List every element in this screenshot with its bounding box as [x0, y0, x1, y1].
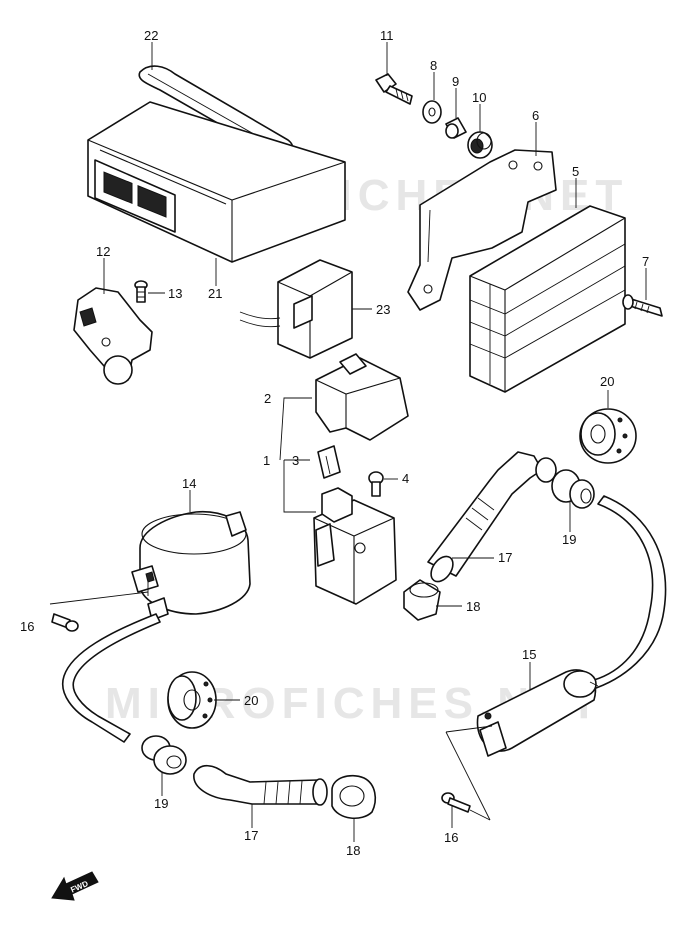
callout-19-lower: 19 [154, 796, 168, 811]
part-6-bracket [407, 149, 557, 311]
part-15-guide-lines [445, 725, 493, 821]
leader-lines [103, 42, 647, 842]
part-21-ecu [87, 101, 346, 263]
part-15-fuel-pump [476, 669, 599, 757]
part-20-grommet-lower [167, 671, 217, 729]
callout-6: 6 [532, 108, 539, 123]
part-7-screw [622, 294, 663, 317]
fuel-hose-right [589, 495, 667, 691]
callout-5: 5 [572, 164, 579, 179]
callout-1-bracket [279, 397, 316, 513]
callout-18-upper: 18 [466, 599, 480, 614]
part-16-bolt-lower [441, 792, 471, 813]
part-8-washer [422, 100, 442, 124]
callout-22: 22 [144, 28, 158, 43]
part-23-relay [239, 259, 353, 359]
callout-17-lower: 17 [244, 828, 258, 843]
callout-11: 11 [380, 28, 394, 43]
callout-1: 1 [263, 453, 270, 468]
part-4-screw [368, 471, 384, 497]
part-11-bolt [375, 73, 413, 105]
callout-10: 10 [472, 90, 486, 105]
part-18-damper-upper [403, 579, 441, 621]
part-3-fuse [317, 445, 341, 479]
callout-7: 7 [642, 254, 649, 269]
callout-labels: 22 11 8 9 10 6 5 7 12 13 21 23 2 1 3 4 2… [20, 28, 649, 858]
callout-9: 9 [452, 74, 459, 89]
callout-13: 13 [168, 286, 182, 301]
callout-8: 8 [430, 58, 437, 73]
part-2-cover [315, 353, 409, 441]
part-14-coil [131, 510, 251, 621]
callout-20-upper: 20 [600, 374, 614, 389]
part-19-clamp-upper [551, 469, 595, 509]
part-18-damper-lower [331, 774, 377, 819]
part-17-hose-upper [427, 451, 557, 583]
callout-16-upper: 16 [20, 619, 34, 634]
callout-14: 14 [182, 476, 196, 491]
coil-hose-left [61, 613, 161, 743]
callout-15: 15 [522, 647, 536, 662]
callout-20-lower: 20 [244, 693, 258, 708]
callout-18-lower: 18 [346, 843, 360, 858]
part-20-grommet-upper [579, 408, 637, 464]
part-9-collar [445, 117, 467, 139]
part-17-hose-lower [193, 764, 328, 806]
part-12-sensor [73, 287, 153, 385]
part-16-bolt-upper [51, 613, 79, 632]
callout-17-upper: 17 [498, 550, 512, 565]
callout-19-upper: 19 [562, 532, 576, 547]
callout-23: 23 [376, 302, 390, 317]
part-13-screw [134, 280, 148, 303]
callout-2: 2 [264, 391, 271, 406]
part-14-guide-lines [49, 580, 149, 605]
part-5-regulator [469, 205, 626, 393]
part-19-clamp-lower [141, 735, 187, 775]
callout-16-lower: 16 [444, 830, 458, 845]
callout-3: 3 [292, 453, 299, 468]
part-10-grommet [467, 131, 493, 159]
part-starter-relay [313, 487, 397, 605]
callout-12: 12 [96, 244, 110, 259]
fwd-arrow-icon: FWD [51, 871, 99, 901]
callout-4: 4 [402, 471, 409, 486]
callout-21: 21 [208, 286, 222, 301]
